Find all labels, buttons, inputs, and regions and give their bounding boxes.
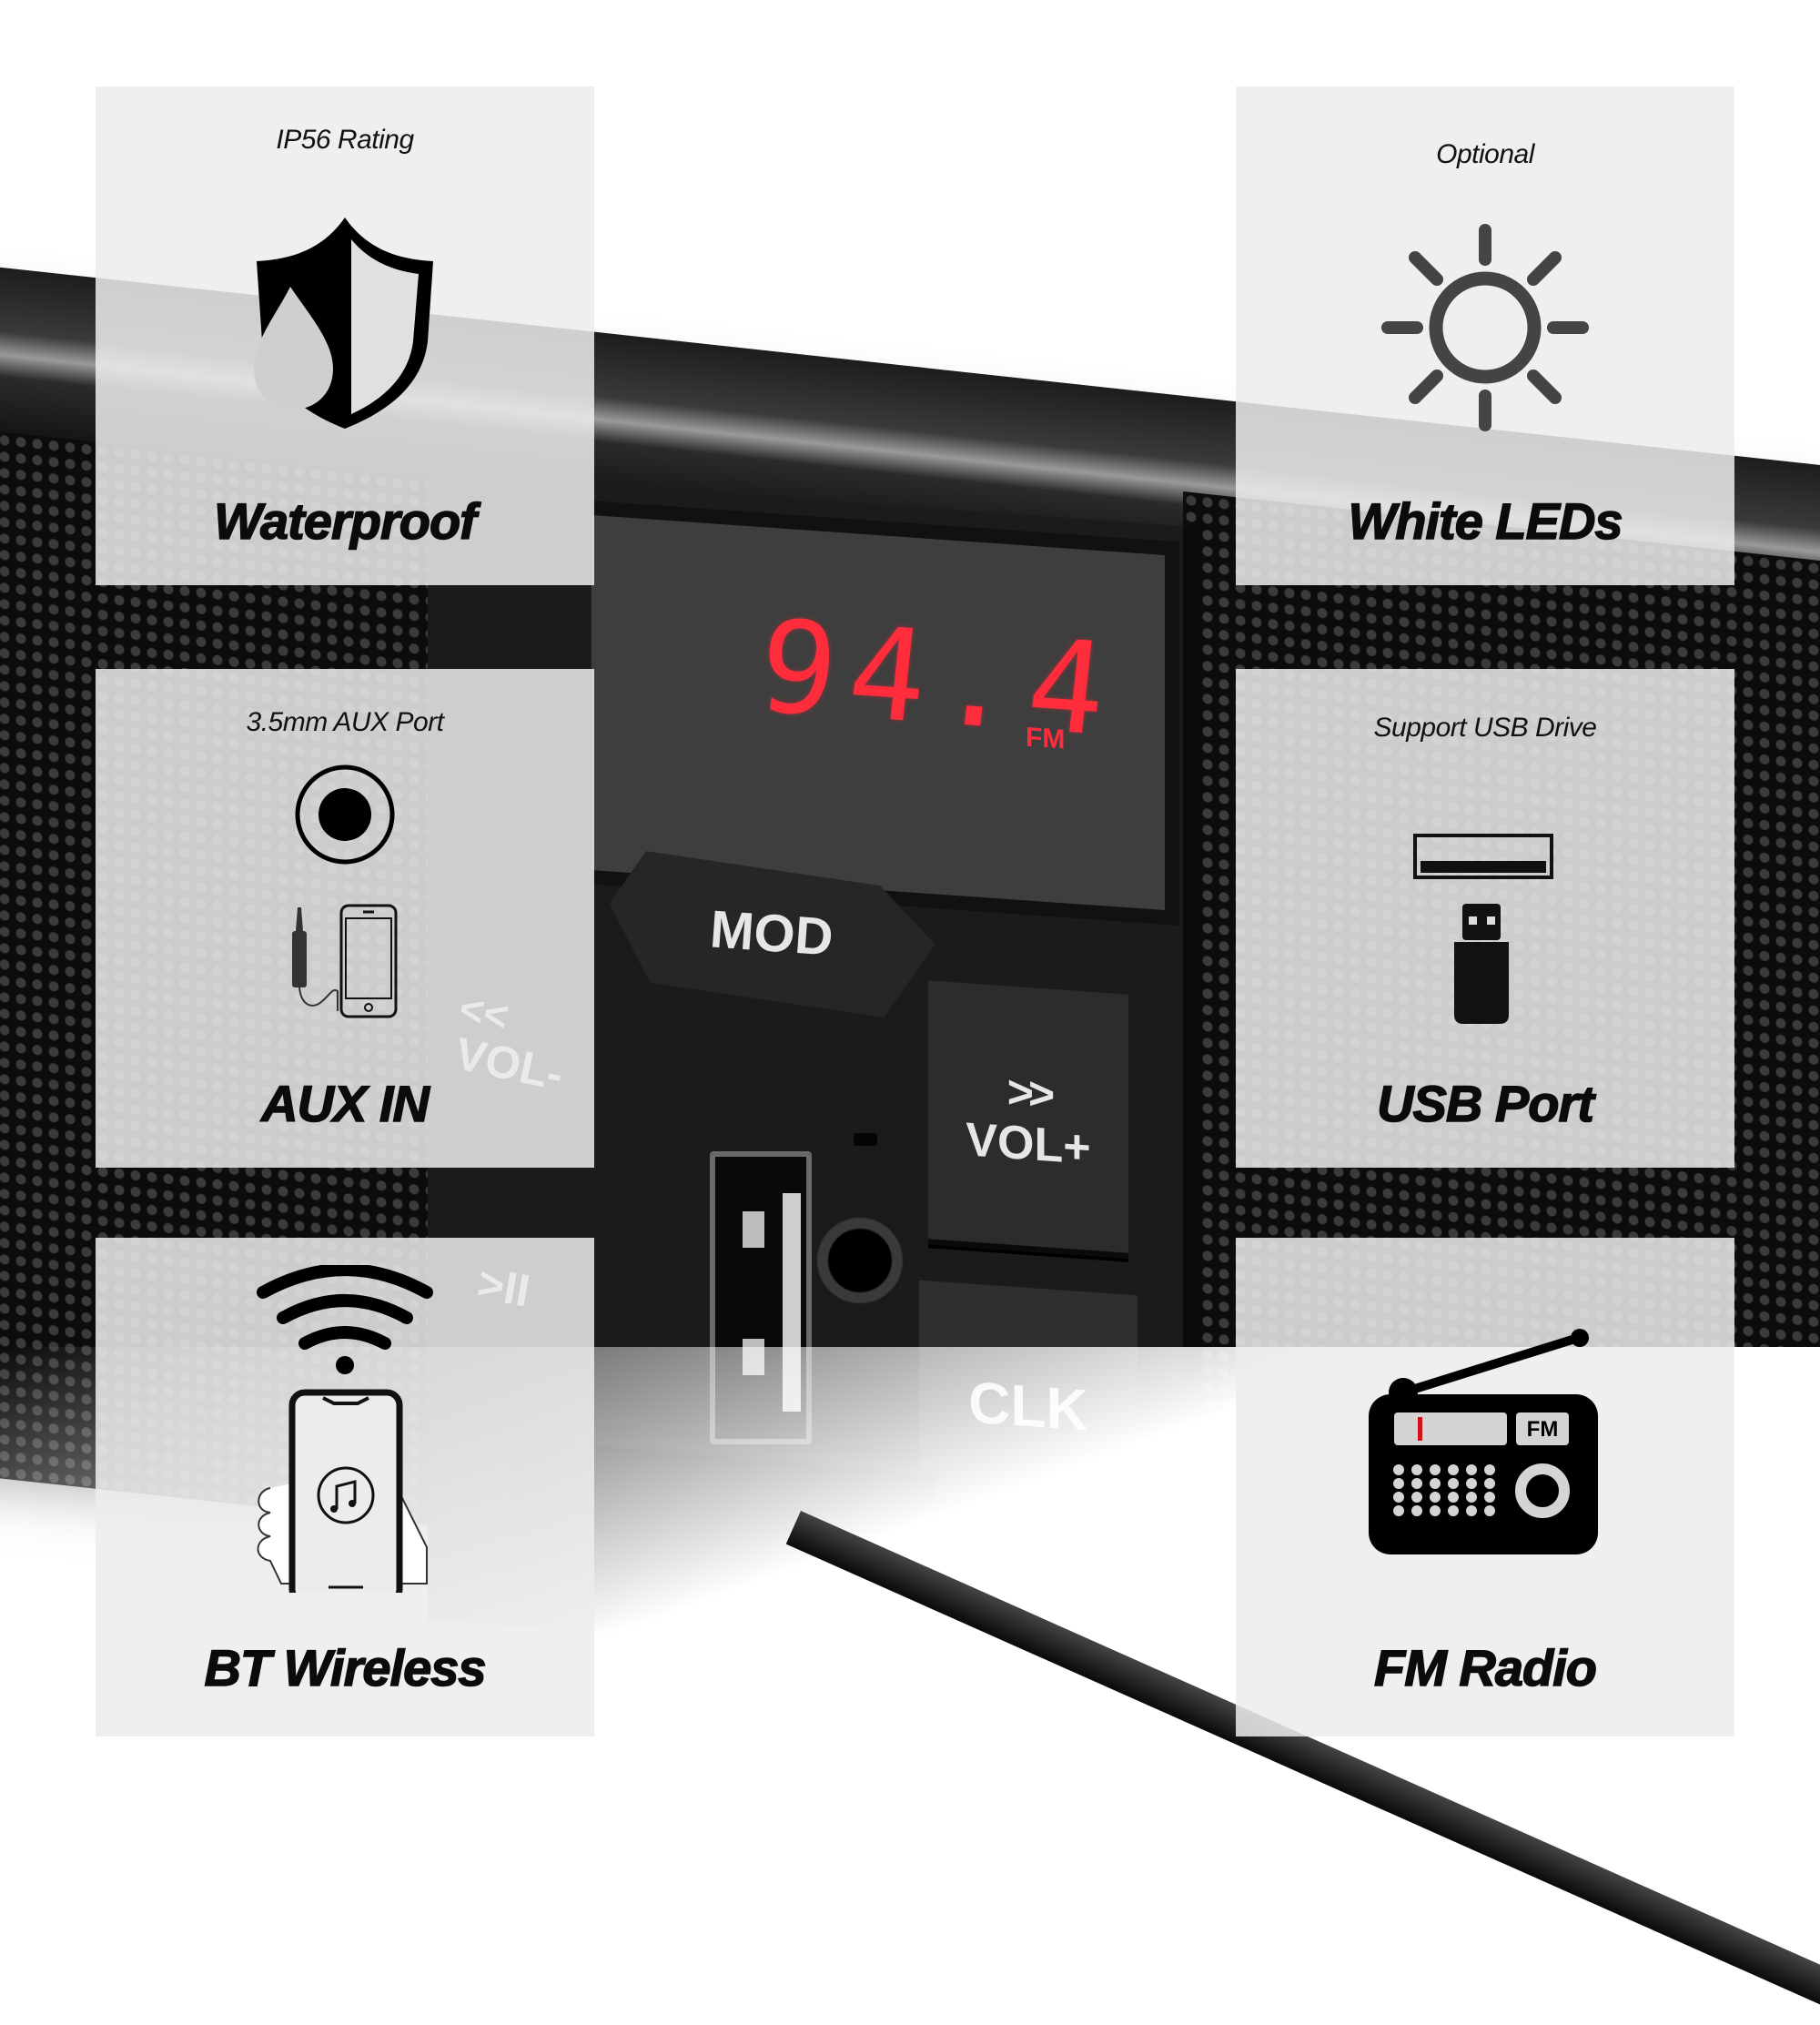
- shield-water-drop-icon: [96, 214, 594, 432]
- feature-card-waterproof: IP56 Rating Waterproof: [96, 86, 594, 585]
- feature-card-white-leds: Optional White LEDs: [1236, 86, 1734, 585]
- feature-title: FM Radio: [1373, 1638, 1597, 1697]
- feature-subtitle: Optional: [1436, 139, 1534, 169]
- lcd-band: FM: [1026, 722, 1066, 755]
- wireless-phone-music-icon: [96, 1265, 594, 1593]
- feature-card-usb-port: Support USB Drive USB Port: [1236, 669, 1734, 1168]
- feature-card-fm-radio: FM FM Radio: [1236, 1238, 1734, 1736]
- mod-button-label: MOD: [708, 898, 835, 967]
- aux-jack-physical: [814, 1206, 905, 1315]
- usb-drive-icon: [1236, 833, 1734, 1024]
- feature-card-aux-in: 3.5mm AUX Port AUX IN: [96, 669, 594, 1168]
- aux-cable-phone-icon: [96, 904, 594, 1022]
- feature-title: AUX IN: [260, 1074, 430, 1133]
- aux-jack-icon: [96, 760, 594, 869]
- feature-title: Waterproof: [213, 491, 477, 551]
- svg-text:FM: FM: [1527, 1417, 1559, 1442]
- feature-subtitle: 3.5mm AUX Port: [246, 707, 444, 737]
- feature-title: USB Port: [1376, 1074, 1594, 1133]
- vol-plus-button[interactable]: >> VOL+: [928, 980, 1128, 1259]
- radio-icon: FM: [1236, 1329, 1734, 1556]
- fast-forward-icon: >>: [1006, 1066, 1050, 1120]
- sun-icon: [1236, 223, 1734, 432]
- status-led: [854, 1133, 877, 1146]
- feature-subtitle: IP56 Rating: [276, 125, 414, 155]
- feature-title: BT Wireless: [204, 1638, 488, 1697]
- lcd-frequency: 94.4: [752, 592, 1126, 766]
- feature-title: White LEDs: [1348, 491, 1624, 551]
- feature-card-bt-wireless: BT Wireless: [96, 1238, 594, 1736]
- feature-subtitle: Support USB Drive: [1373, 713, 1597, 743]
- vol-plus-label: VOL+: [966, 1113, 1091, 1175]
